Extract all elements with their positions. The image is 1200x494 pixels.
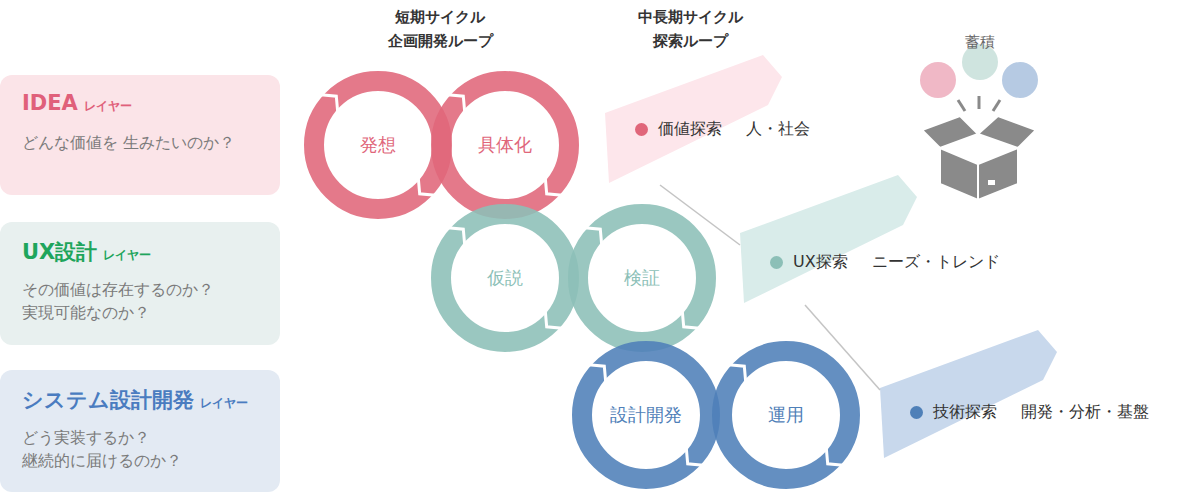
exploration-band: 技術探索 開発・分析・基盤: [880, 330, 1200, 460]
ring-label-box: 仮説: [425, 198, 585, 358]
layer-heading: UX設計レイヤー: [22, 238, 151, 266]
ring-arrow-notch: [589, 365, 606, 382]
cycle-ring: 具体化: [425, 65, 585, 225]
ring-label-box: 設計開発: [566, 335, 726, 494]
layer-question: どんな価値を 生みたいのか？: [22, 131, 237, 154]
blue-ball: [1002, 62, 1038, 98]
layer-suffix: レイヤー: [103, 247, 151, 264]
box-left-face: [940, 148, 978, 200]
ring-stroke: [441, 214, 569, 342]
ring-arrow-notch: [321, 95, 338, 112]
band-dot: [770, 256, 783, 269]
band-arrow: [880, 330, 1057, 458]
ring-arrow-notch: [545, 311, 562, 328]
ray: [993, 100, 1000, 111]
cycle-ring: 設計開発: [566, 335, 726, 494]
ring-arrow-notch: [448, 95, 465, 112]
layer-title: システム設計開発: [22, 386, 194, 414]
ring-arrow-notch: [729, 365, 746, 382]
ring-arrow-notch: [448, 228, 465, 245]
box-right-flap: [978, 116, 1036, 148]
box-right-face: [978, 148, 1018, 200]
ray: [978, 96, 981, 109]
ring-stroke: [582, 351, 710, 479]
ring-label: 検証: [624, 266, 660, 290]
layer-box: システム設計開発レイヤーどう実装するか？ 継続的に届けるのか？: [0, 370, 280, 492]
cycle-heading: 短期サイクル 企画開発ループ: [375, 5, 505, 53]
layer-heading: システム設計開発レイヤー: [22, 386, 248, 414]
band-text-row: 技術探索 開発・分析・基盤: [910, 402, 1149, 423]
band-text-row: 価値探索 人・社会: [635, 119, 810, 140]
exploration-band: UX探索 ニーズ・トレンド: [740, 175, 1040, 305]
ring-arrow-notch: [545, 178, 562, 195]
cycle-ring: 検証: [562, 198, 722, 358]
ring-label: 発想: [360, 133, 396, 157]
ray: [958, 100, 965, 111]
box-tag: [988, 180, 995, 185]
layer-question: その価値は存在するのか？ 実現可能なのか？: [22, 278, 237, 324]
cycle-ring: 運用: [706, 335, 866, 494]
layer-suffix: レイヤー: [84, 98, 132, 115]
ring-label-box: 運用: [706, 335, 866, 494]
band-topics: 開発・分析・基盤: [1021, 402, 1149, 423]
layer-suffix: レイヤー: [200, 395, 248, 412]
box-left-flap: [922, 116, 978, 148]
band-shape: [740, 175, 920, 305]
storage-label: 蓄積: [955, 30, 1005, 54]
band-title: UX探索: [793, 252, 848, 273]
band-dot: [635, 123, 648, 136]
layer-question: どう実装するか？ 継続的に届けるのか？: [22, 426, 237, 472]
pink-ball: [920, 62, 956, 98]
layer-heading: IDEA レイヤー: [22, 91, 132, 115]
band-arrow: [740, 175, 917, 303]
connector-line: [660, 185, 740, 245]
ring-stroke: [314, 81, 442, 209]
band-topics: 人・社会: [746, 119, 810, 140]
band-dot: [910, 406, 923, 419]
ring-arrow-notch: [585, 228, 602, 245]
ring-label: 仮説: [487, 266, 523, 290]
layer-title: IDEA: [22, 91, 78, 115]
ring-label: 具体化: [478, 133, 532, 157]
ring-label: 設計開発: [610, 403, 682, 427]
ring-stroke: [441, 81, 569, 209]
cycle-heading: 中長期サイクル 探索ループ: [625, 5, 755, 53]
cycle-ring: 仮説: [425, 198, 585, 358]
layer-title: UX設計: [22, 238, 97, 266]
ring-arrow-notch: [826, 448, 843, 465]
band-shape: [880, 330, 1060, 460]
layer-box: UX設計レイヤーその価値は存在するのか？ 実現可能なのか？: [0, 222, 280, 345]
ring-arrow-notch: [682, 311, 699, 328]
ring-label: 運用: [768, 403, 804, 427]
ring-stroke: [722, 351, 850, 479]
band-title: 技術探索: [933, 402, 997, 423]
ring-arrow-notch: [686, 448, 703, 465]
ring-stroke: [578, 214, 706, 342]
exploration-band: 価値探索 人・社会: [605, 55, 845, 185]
ring-label-box: 具体化: [425, 65, 585, 225]
band-text-row: UX探索 ニーズ・トレンド: [770, 252, 1000, 273]
ring-arrow-notch: [418, 178, 435, 195]
layer-box: IDEA レイヤーどんな価値を 生みたいのか？: [0, 75, 280, 195]
band-topics: ニーズ・トレンド: [872, 252, 1000, 273]
connector-line: [805, 305, 880, 390]
ring-label-box: 検証: [562, 198, 722, 358]
band-title: 価値探索: [658, 119, 722, 140]
